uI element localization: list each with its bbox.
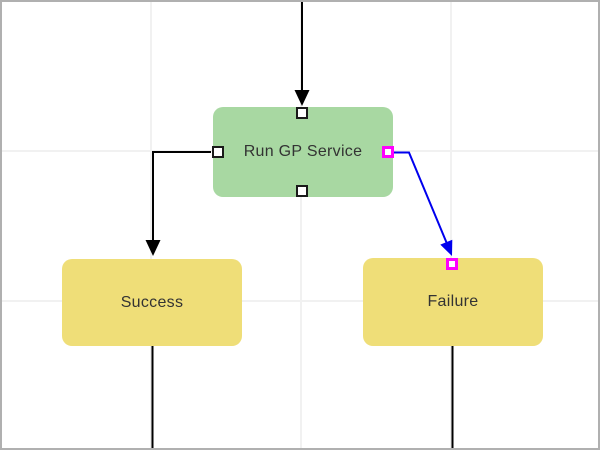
edge-run-gp-to-failure-line[interactable] — [394, 151, 448, 243]
port-run-gp-right-selected[interactable] — [382, 146, 394, 158]
port-failure-top-selected[interactable] — [446, 258, 458, 270]
gridline-vertical-3 — [450, 2, 452, 448]
gridline-vertical-2 — [300, 2, 302, 448]
edge-into-run-gp-arrowhead[interactable] — [294, 90, 310, 106]
node-run-gp-service-label: Run GP Service — [243, 143, 363, 160]
gridline-vertical-1 — [150, 2, 152, 448]
node-run-gp-service[interactable]: Run GP Service — [212, 107, 394, 197]
port-run-gp-left[interactable] — [212, 146, 224, 158]
node-failure[interactable]: Failure — [363, 258, 543, 346]
port-run-gp-bottom[interactable] — [296, 185, 308, 197]
port-run-gp-top[interactable] — [296, 107, 308, 119]
node-failure-label: Failure — [427, 293, 479, 310]
edge-run-gp-to-success-arrowhead[interactable] — [145, 240, 161, 256]
edge-run-gp-to-success-line[interactable] — [152, 151, 211, 242]
gridline-horizontal-2 — [2, 300, 598, 302]
node-success-label: Success — [120, 293, 184, 311]
node-success[interactable]: Success — [62, 259, 242, 346]
edge-run-gp-to-failure-arrowhead[interactable] — [440, 239, 453, 256]
